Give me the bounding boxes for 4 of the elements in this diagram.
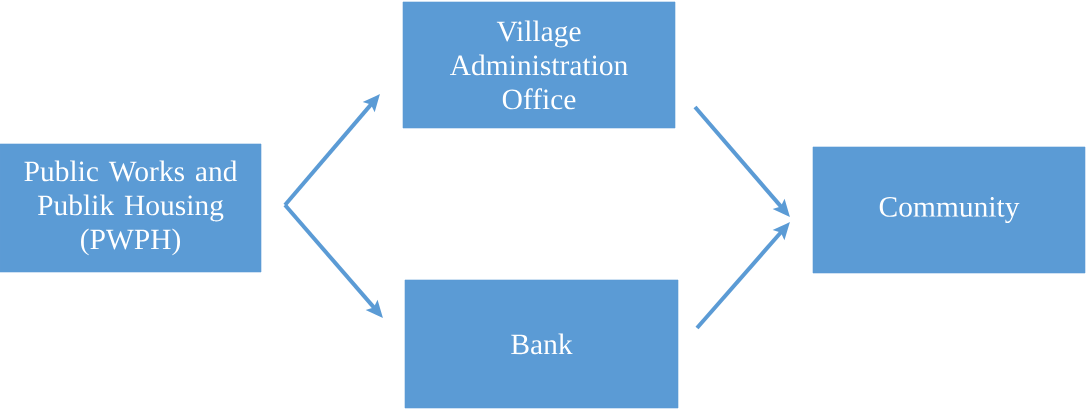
process-box: Village Administration Office [402,1,676,129]
process-box: Public Works and Publik Housing (PWPH) [0,143,262,273]
process-box: Community [812,146,1086,274]
process-box: Bank [404,279,679,409]
